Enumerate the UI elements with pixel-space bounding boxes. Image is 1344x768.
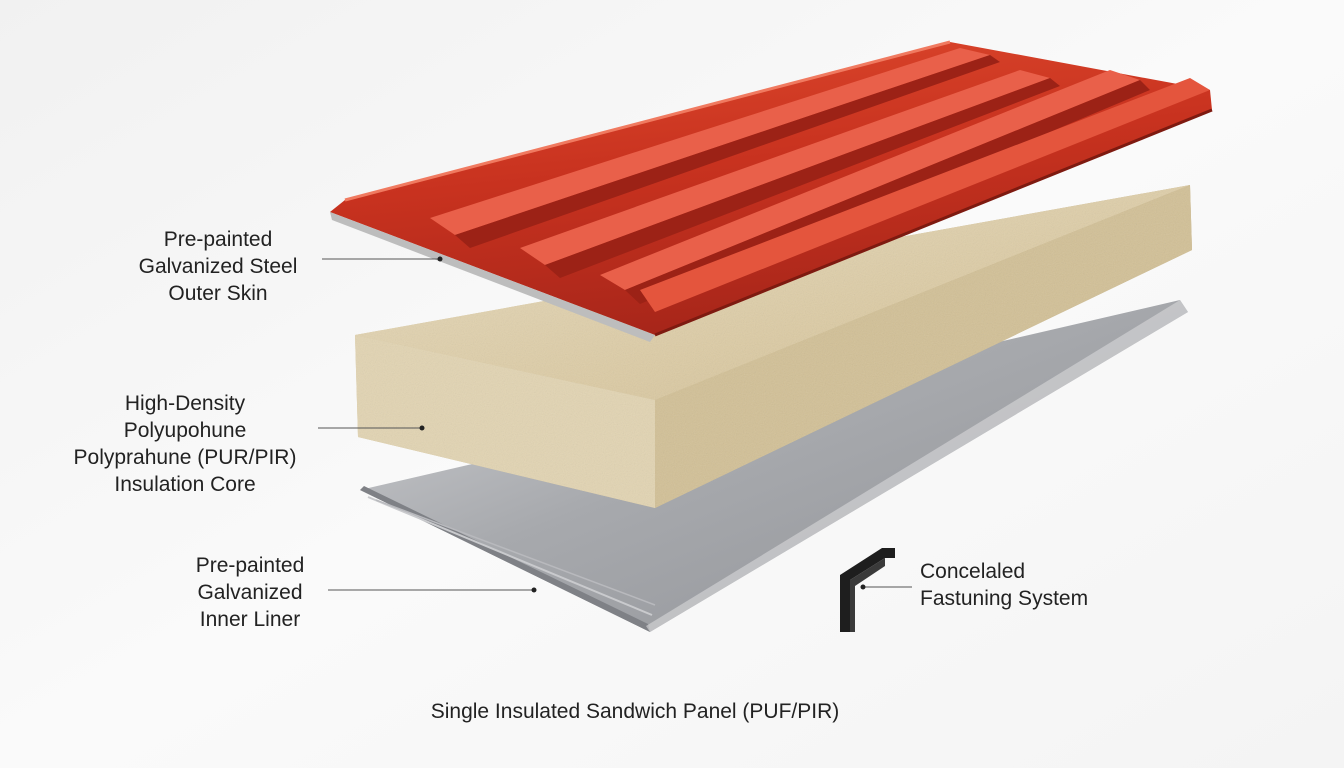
inner-liner-label-line-2: Galvanized bbox=[197, 581, 303, 604]
outer-skin-label: Pre-painted Galvanized Steel Outer Skin bbox=[118, 226, 318, 307]
outer-skin-label-line-1: Pre-painted bbox=[163, 228, 273, 251]
insulation-core-block bbox=[355, 185, 1192, 508]
outer-skin-label-line-2: Galvanized Steel bbox=[138, 255, 298, 278]
inner-liner-sheet bbox=[360, 300, 1188, 632]
inner-liner-label: Pre-painted Galvanized Inner Liner bbox=[150, 552, 350, 633]
core-label-line-3: Polyprahune (PUR/PIR) bbox=[73, 446, 297, 469]
outer-skin-label-line-3: Outer Skin bbox=[168, 282, 268, 305]
inner-liner-label-line-1: Pre-painted bbox=[195, 554, 305, 577]
core-label-line-2: Polyupohune bbox=[123, 419, 247, 442]
fastening-label: Concelaled Fastuning System bbox=[920, 558, 1140, 612]
diagram-caption: Single Insulated Sandwich Panel (PUF/PIR… bbox=[430, 700, 840, 723]
leader-dot-inner-liner bbox=[531, 587, 537, 593]
leader-dot-core bbox=[419, 425, 425, 431]
fastening-bracket bbox=[840, 548, 895, 632]
core-label: High-Density Polyupohune Polyprahune (PU… bbox=[60, 390, 310, 498]
core-label-line-4: Insulation Core bbox=[114, 473, 256, 496]
fastening-label-line-1: Concelaled bbox=[920, 560, 1026, 583]
core-label-line-1: High-Density bbox=[124, 392, 246, 415]
outer-skin-sheet bbox=[330, 40, 1213, 342]
leader-dot-fastening bbox=[860, 584, 866, 590]
inner-liner-label-line-3: Inner Liner bbox=[199, 608, 301, 631]
fastening-label-line-2: Fastuning System bbox=[920, 587, 1089, 610]
leader-dots bbox=[419, 256, 866, 593]
leader-dot-outer-skin bbox=[437, 256, 443, 262]
leader-lines bbox=[318, 258, 912, 591]
